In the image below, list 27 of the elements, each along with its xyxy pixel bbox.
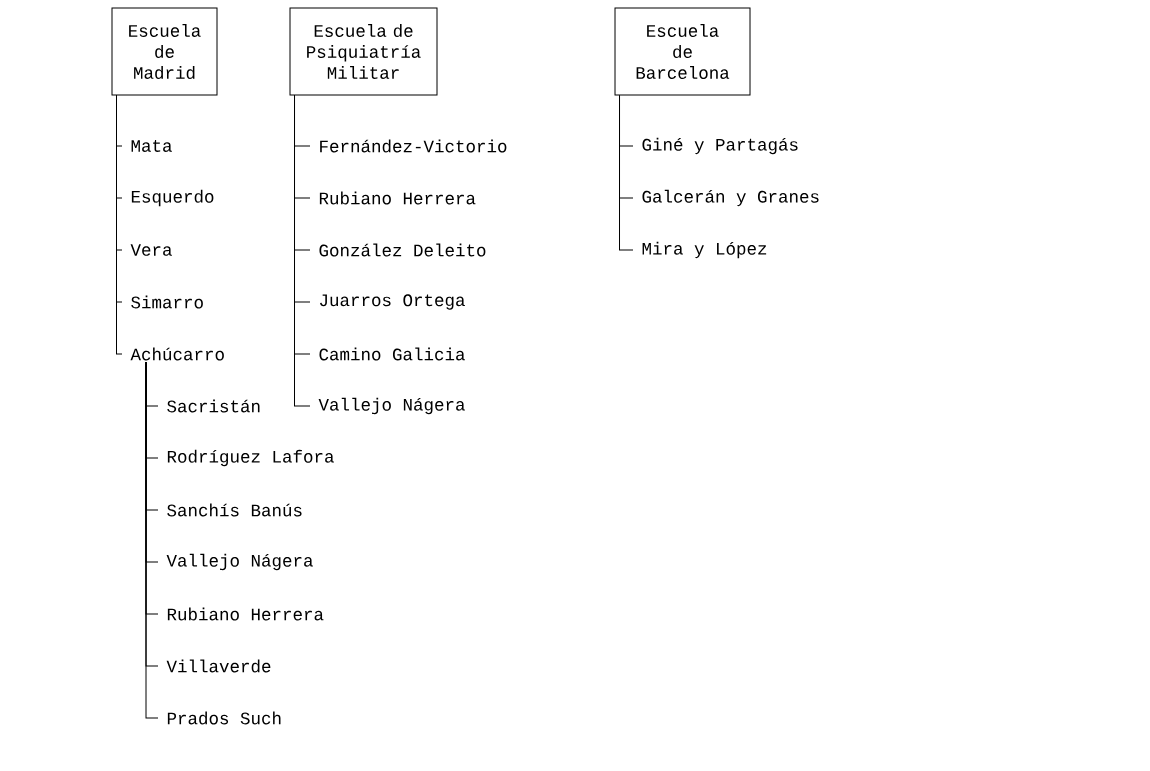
person-name: Esquerdo [131,189,214,207]
person-name: Rubiano Herrera [167,607,324,621]
person-name: Vallejo Nágera [318,397,465,415]
person-name: Prados Such [167,711,281,725]
person-name: Juarros Ortega [320,294,465,310]
person-name: Vera [130,244,172,256]
person-name: Sacristán [167,399,260,413]
person-name: Mata [131,140,172,152]
person-name: Giné y Partagás [642,137,798,155]
person-name: Mira y López [642,241,767,259]
person-name: Villaverde [166,659,271,673]
school-box: Escuela de Madrid [111,7,218,96]
person-name: Rubiano Herrera [319,191,476,205]
tree-connector [294,95,311,407]
tree-connector [619,95,634,251]
person-name: González Deleito [319,243,486,257]
tree-connector [116,95,123,355]
person-name: Achúcarro [130,347,224,361]
person-name: Fernández-Victorio [320,139,507,153]
person-name: Camino Galicia [319,347,465,361]
person-name: Sanchís Banús [167,503,302,517]
person-name: Simarro [131,295,203,309]
person-name: Galcerán y Granes [642,189,819,207]
person-name: Rodríguez Lafora [167,449,334,467]
person-name: Vallejo Nágera [166,553,313,571]
school-box: Escuela de Psiquiatría Militar [289,7,438,96]
school-box: Escuela de Barcelona [614,7,751,96]
